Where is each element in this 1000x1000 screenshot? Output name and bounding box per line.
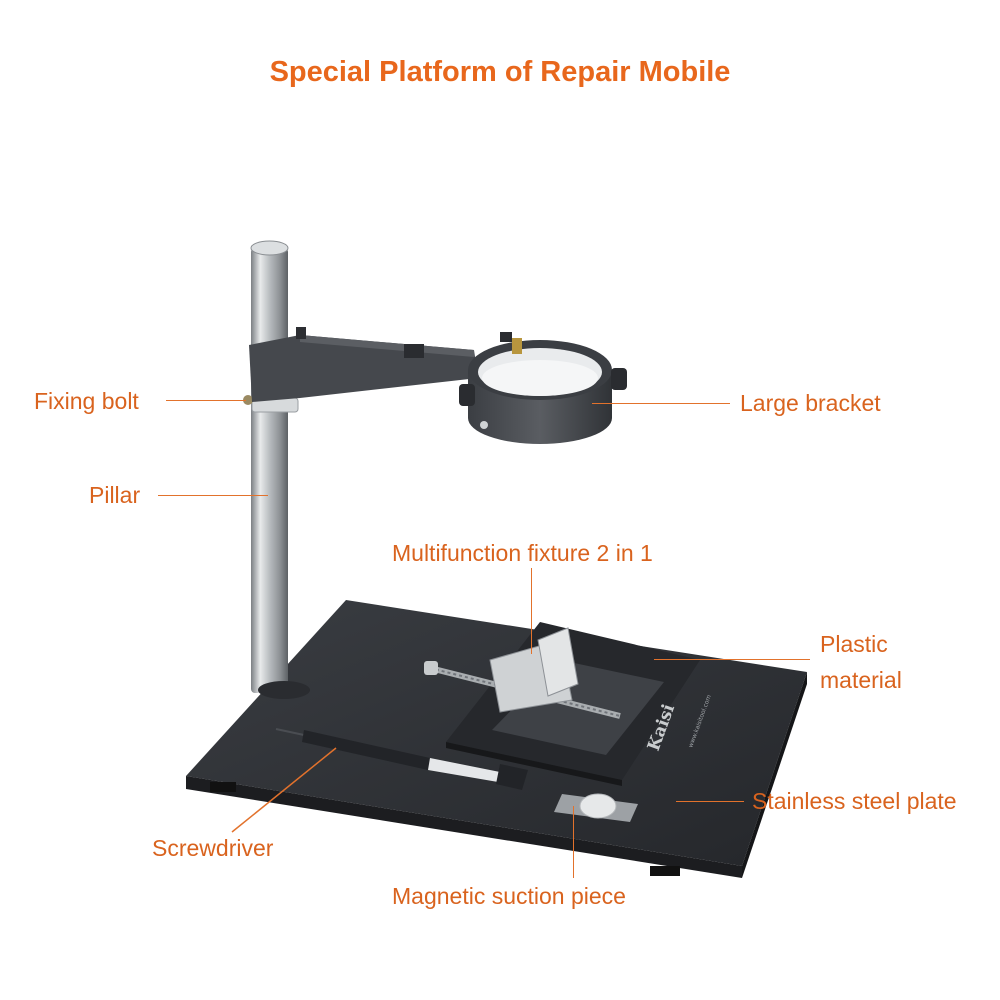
- label-magnetic-suction-piece: Magnetic suction piece: [392, 883, 626, 909]
- label-material: material: [820, 667, 902, 693]
- screwdriver: [275, 728, 528, 790]
- label-plastic: Plastic: [820, 631, 888, 657]
- label-pillar: Pillar: [89, 482, 141, 508]
- leader-stainless-steel-plate: [676, 801, 744, 802]
- label-screwdriver: Screwdriver: [152, 835, 274, 861]
- multifunction-fixture: Kaisi www.kaisitool.com: [424, 622, 713, 786]
- fixing-bolt: [243, 395, 299, 413]
- label-stainless-steel-plate: Stainless steel plate: [752, 788, 957, 814]
- label-multifunction-fixture: Multifunction fixture 2 in 1: [392, 540, 653, 566]
- leader-pillar: [158, 495, 268, 496]
- label-large-bracket: Large bracket: [740, 390, 881, 416]
- leader-multifunction-fixture: [531, 568, 532, 654]
- leader-fixing-bolt: [166, 400, 246, 401]
- leader-plastic-material: [654, 659, 810, 660]
- leader-magnetic-suction-piece: [573, 806, 574, 878]
- large-bracket: [249, 327, 627, 444]
- magnetic-suction-piece: [554, 793, 638, 822]
- pillar: [250, 240, 310, 699]
- label-fixing-bolt: Fixing bolt: [34, 388, 139, 414]
- leader-large-bracket: [592, 403, 730, 404]
- page-title: Special Platform of Repair Mobile: [269, 56, 731, 88]
